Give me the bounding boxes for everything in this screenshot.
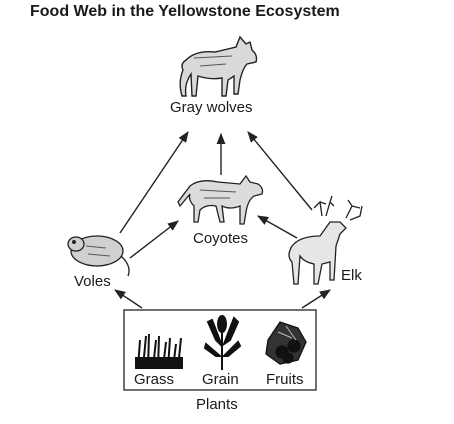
label-coyotes: Coyotes xyxy=(193,230,249,247)
plants-box xyxy=(123,309,317,391)
wolf-icon xyxy=(179,35,258,97)
arrow-voles-to-coyotes xyxy=(129,220,179,259)
label-gray-wolves: Gray wolves xyxy=(170,99,253,116)
label-voles: Voles xyxy=(74,273,111,290)
grain-icon xyxy=(203,315,242,370)
arrow-plants-to-voles xyxy=(114,289,143,309)
elk-icon xyxy=(288,195,363,285)
vole-icon xyxy=(67,235,130,277)
label-plants: Plants xyxy=(196,396,238,413)
label-grain: Grain xyxy=(202,371,239,388)
label-grass: Grass xyxy=(134,371,175,388)
fruits-icon xyxy=(265,321,307,365)
coyote-icon xyxy=(177,174,264,225)
arrow-voles-to-wolves xyxy=(119,131,189,234)
arrow-elk-to-coyotes xyxy=(257,215,298,239)
grass-icon xyxy=(135,333,183,369)
label-elk: Elk xyxy=(341,267,362,284)
label-fruits: Fruits xyxy=(266,371,304,388)
arrow-elk-to-wolves xyxy=(247,131,313,211)
diagram-title: Food Web in the Yellowstone Ecosystem xyxy=(30,3,340,20)
arrow-plants-to-elk xyxy=(301,289,331,309)
